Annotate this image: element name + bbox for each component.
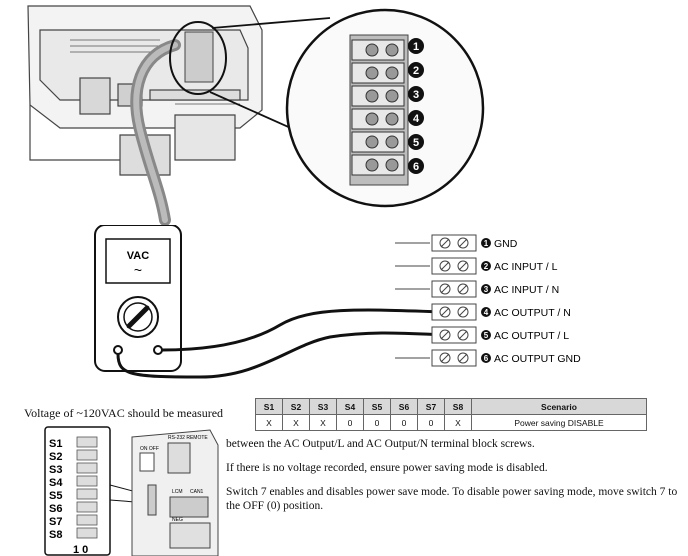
svg-text:S8: S8 [49, 529, 62, 541]
svg-text:LCM: LCM [172, 489, 183, 495]
svg-text:5: 5 [413, 137, 419, 149]
svg-text:S3: S3 [49, 464, 62, 476]
meter-display [105, 238, 171, 284]
meter-label: VAC [127, 250, 149, 262]
instruction-paragraph: between the AC Output/L and AC Output/N … [226, 438, 535, 450]
svg-text:NEG: NEG [172, 517, 183, 523]
svg-text:RS-232 REMOTE: RS-232 REMOTE [168, 435, 208, 441]
instruction-paragraph: If there is no voltage recorded, ensure … [226, 462, 548, 474]
table-header: S4 [336, 398, 364, 415]
terminal-5: 5 AC OUTPUT / L [481, 330, 569, 342]
svg-text:S7: S7 [49, 516, 62, 528]
table-header: S7 [417, 398, 445, 415]
table-header: S1 [255, 398, 283, 415]
terminal-strip [395, 234, 477, 367]
svg-text:1: 1 [484, 239, 489, 248]
table-cell: X [444, 414, 472, 431]
table-cell: 0 [363, 414, 391, 431]
table-header: S5 [363, 398, 391, 415]
svg-text:4: 4 [484, 308, 489, 317]
table-header: S2 [282, 398, 310, 415]
board-labels: ON OFF RS-232 REMOTE LCM CAN1 NEG [140, 435, 208, 523]
svg-text:AC OUTPUT GND: AC OUTPUT GND [494, 353, 581, 365]
dip-switch-labels: S1 S2 S3 S4 S5 S6 S7 S8 1 0 [49, 438, 88, 556]
svg-text:2: 2 [484, 262, 489, 271]
zoom-badge-2: 2 [408, 62, 424, 78]
svg-text:6: 6 [413, 161, 419, 173]
svg-text:AC OUTPUT / N: AC OUTPUT / N [494, 307, 571, 319]
table-cell: X [255, 414, 283, 431]
control-board [131, 429, 219, 556]
svg-text:CAN1: CAN1 [190, 489, 204, 495]
svg-text:GND: GND [494, 238, 518, 250]
terminal-6: 6 AC OUTPUT GND [481, 353, 581, 365]
measurement-caption: Voltage of ~120VAC should be measured [24, 406, 224, 420]
svg-text:1: 1 [413, 41, 419, 53]
svg-text:S6: S6 [49, 503, 62, 515]
svg-text:3: 3 [484, 285, 489, 294]
dip-switch-table: S1 S2 S3 S4 S5 S6 S7 S8 Scenario X X X 0… [255, 398, 647, 431]
inverter-illustration: 1 2 3 4 5 6 [27, 5, 485, 225]
table-row: X X X 0 0 0 0 X Power saving DISABLE [255, 414, 647, 431]
probe-wire-n [161, 308, 446, 352]
svg-text:2: 2 [413, 65, 419, 77]
table-cell-scenario: Power saving DISABLE [471, 414, 647, 431]
table-header-row: S1 S2 S3 S4 S5 S6 S7 S8 Scenario [255, 398, 647, 415]
svg-text:AC INPUT / L: AC INPUT / L [494, 261, 558, 273]
zoom-number-badges: 1 2 3 4 5 6 [408, 38, 424, 174]
svg-text:S4: S4 [49, 477, 63, 489]
probe-jack-v [153, 345, 163, 355]
terminal-3: 3 AC INPUT / N [481, 284, 559, 296]
table-cell: 0 [417, 414, 445, 431]
svg-text:S1: S1 [49, 438, 62, 450]
zoom-badge-3: 3 [408, 86, 424, 102]
table-header: S8 [444, 398, 472, 415]
table-header-scenario: Scenario [471, 398, 647, 415]
meter-wave: ~ [134, 262, 142, 278]
multimeter: VAC ~ [94, 225, 182, 372]
table-header: S3 [309, 398, 337, 415]
terminal-1: 1 GND [481, 238, 518, 250]
svg-text:ON OFF: ON OFF [140, 446, 159, 452]
table-cell: 0 [336, 414, 364, 431]
zoom-badge-1: 1 [408, 38, 424, 54]
svg-text:S5: S5 [49, 490, 62, 502]
multimeter-wiring-diagram: VAC ~ [94, 225, 581, 379]
zoom-badge-4: 4 [408, 110, 424, 126]
zoom-source-ellipse [169, 21, 227, 95]
table-cell: X [282, 414, 310, 431]
svg-text:AC INPUT / N: AC INPUT / N [494, 284, 559, 296]
terminal-2: 2 AC INPUT / L [481, 261, 558, 273]
table-header: S6 [390, 398, 418, 415]
svg-text:3: 3 [413, 89, 419, 101]
probe-jack-com [113, 345, 123, 355]
magnified-terminal-block [349, 34, 409, 186]
terminal-labels: 1 GND 2 AC INPUT / L 3 AC INPUT / N 4 AC OUT… [481, 238, 581, 365]
terminal-4: 4 AC OUTPUT / N [481, 307, 571, 319]
probe-wire-l [116, 331, 446, 379]
zoom-badge-6: 6 [408, 158, 424, 174]
svg-text:6: 6 [484, 354, 489, 363]
svg-text:5: 5 [484, 331, 489, 340]
dip-switch-positions: 1 0 [73, 544, 88, 556]
dip-switch-illustration: S1 S2 S3 S4 S5 S6 S7 S8 1 0 ON OFF RS-23… [44, 426, 219, 556]
dip-switch-toggles [76, 436, 98, 539]
svg-text:S2: S2 [49, 451, 62, 463]
svg-text:4: 4 [413, 113, 420, 125]
table-cell: 0 [390, 414, 418, 431]
zoom-badge-5: 5 [408, 134, 424, 150]
instructions-text: between the AC Output/L and AC Output/N … [226, 437, 678, 523]
table-cell: X [309, 414, 337, 431]
vent-slots [70, 39, 240, 105]
svg-text:AC OUTPUT / L: AC OUTPUT / L [494, 330, 569, 342]
instruction-paragraph: Switch 7 enables and disables power save… [226, 486, 678, 512]
